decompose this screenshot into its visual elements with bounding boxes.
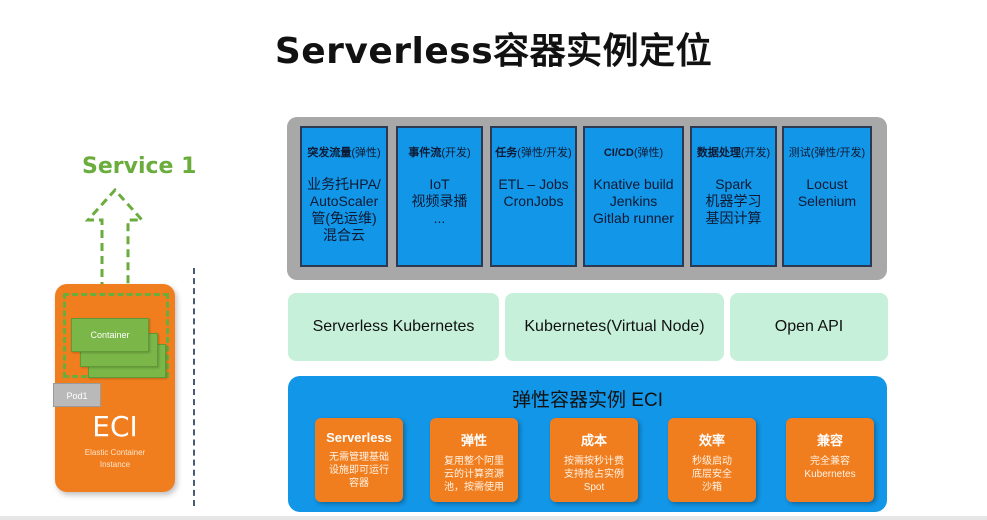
feature-description-line: Spot bbox=[583, 482, 605, 493]
feature-card: 弹性复用整个阿里云的计算资源池，按需使用 bbox=[430, 418, 518, 502]
scenario-heading: 测试(弹性/开发) bbox=[784, 146, 870, 160]
feature-card: 效率秒级启动底层安全沙箱 bbox=[668, 418, 756, 502]
feature-description-line: 沙箱 bbox=[702, 482, 722, 493]
scenario-heading: 数据处理(开发) bbox=[692, 146, 775, 160]
scenario-example-line: Spark bbox=[715, 176, 752, 192]
pod-label: Pod1 bbox=[53, 383, 101, 407]
feature-card: 成本按需按秒计费支持抢占实例 Spot bbox=[550, 418, 638, 502]
feature-description: 复用整个阿里云的计算资源池，按需使用 bbox=[430, 455, 518, 494]
feature-description-line: 复用整个阿里 bbox=[444, 456, 504, 467]
scenario-heading: 事件流(开发) bbox=[398, 146, 481, 160]
scenario-example-line: Jenkins bbox=[609, 193, 658, 209]
scenario-example-line: 业务托HPA/ bbox=[307, 176, 381, 192]
scenario-heading-tag: (开发) bbox=[441, 147, 471, 159]
feature-description-line: 无需管理基础 bbox=[329, 452, 389, 463]
scenario-example-line: 管(免运维) bbox=[311, 210, 377, 226]
feature-description-line: 设施即可运行 bbox=[329, 465, 389, 476]
feature-title: 弹性 bbox=[460, 433, 487, 448]
feature-description: 秒级启动底层安全沙箱 bbox=[668, 455, 756, 494]
scenario-heading-tag: (弹性) bbox=[633, 147, 664, 159]
scenario-example-line: 混合云 bbox=[323, 227, 365, 243]
feature-title: 效率 bbox=[698, 433, 725, 448]
feature-description-line: 底层安全 bbox=[692, 469, 732, 480]
scenario-heading-bold: 突发流量 bbox=[307, 147, 352, 159]
scenario-example-line: Gitlab runner bbox=[593, 210, 674, 226]
scenario-example-line: AutoScaler bbox=[309, 193, 379, 209]
feature-description-line: Kubernetes bbox=[804, 469, 856, 480]
feature-description-line: 完全兼容 bbox=[810, 456, 850, 467]
page-title: Serverless容器实例定位 bbox=[274, 31, 713, 72]
feature-description-line: 容器 bbox=[349, 478, 369, 489]
scenario-example-line: 机器学习 bbox=[705, 193, 762, 209]
feature-title: 成本 bbox=[580, 433, 607, 448]
scenario-example-line: Knative build bbox=[593, 176, 674, 192]
service-label: Service 1 bbox=[82, 154, 197, 179]
scenario-heading-tag: (开发) bbox=[740, 147, 771, 159]
scenario-example-line: 基因计算 bbox=[705, 210, 762, 226]
feature-description: 按需按秒计费支持抢占实例 Spot bbox=[550, 455, 638, 494]
vertical-divider bbox=[193, 268, 195, 506]
scenario-heading-bold: CI/CD bbox=[603, 147, 634, 159]
scenario-heading-tag: (弹性) bbox=[351, 147, 381, 159]
scenario-heading-bold: 数据处理 bbox=[696, 147, 741, 159]
scenario-example-line: 视频录播 bbox=[411, 193, 468, 209]
scenario-example-line: IoT bbox=[429, 176, 450, 192]
feature-description-line: 按需按秒计费 bbox=[564, 456, 624, 467]
feature-title: Serverless bbox=[326, 430, 392, 445]
scenario-heading-tag: (弹性/开发) bbox=[517, 147, 572, 159]
feature-card: Serverless 无需管理基础设施即可运行容器 bbox=[315, 418, 403, 502]
container-box: Container bbox=[71, 318, 149, 352]
api-open-api: Open API bbox=[730, 293, 888, 361]
api-serverless-kubernetes: Serverless Kubernetes bbox=[288, 293, 499, 361]
eci-subtitle-line1: Elastic Container bbox=[84, 448, 146, 457]
feature-description-line: 池，按需使用 bbox=[444, 482, 504, 493]
feature-card: 兼容完全兼容 Kubernetes bbox=[786, 418, 874, 502]
scenario-example-line: Selenium bbox=[797, 193, 857, 209]
scenario-heading-tag: 测试(弹性/开发) bbox=[788, 147, 866, 159]
scenario-example-line: Locust bbox=[806, 176, 848, 192]
scenario-example-line: CronJobs bbox=[503, 193, 564, 209]
feature-description: 完全兼容 Kubernetes bbox=[786, 455, 874, 481]
feature-description-line: 秒级启动 bbox=[692, 456, 732, 467]
feature-description: 无需管理基础设施即可运行容器 bbox=[315, 451, 403, 490]
scenario-example-line: ... bbox=[433, 210, 446, 226]
scenario-heading: 突发流量(弹性) bbox=[302, 146, 386, 160]
eci-subtitle: Elastic Container Instance bbox=[60, 447, 170, 471]
scenario-heading: CI/CD(弹性) bbox=[585, 146, 682, 160]
api-virtual-node: Kubernetes(Virtual Node) bbox=[505, 293, 724, 361]
bottom-divider bbox=[0, 516, 987, 520]
scale-up-arrow-icon bbox=[84, 187, 146, 290]
feature-description-line: 云的计算资源 bbox=[444, 469, 504, 480]
scenario-heading: 任务(弹性/开发) bbox=[492, 146, 575, 160]
feature-description-line: 支持抢占实例 bbox=[564, 469, 624, 480]
eci-label: ECI bbox=[92, 410, 138, 443]
scenario-example-line: ETL – Jobs bbox=[498, 176, 569, 192]
eci-panel-title: 弹性容器实例 ECI bbox=[512, 390, 663, 411]
scenario-heading-bold: 任务 bbox=[495, 147, 518, 159]
eci-subtitle-line2: Instance bbox=[99, 460, 131, 469]
scenario-heading-bold: 事件流 bbox=[408, 147, 442, 159]
feature-title: 兼容 bbox=[816, 433, 843, 448]
